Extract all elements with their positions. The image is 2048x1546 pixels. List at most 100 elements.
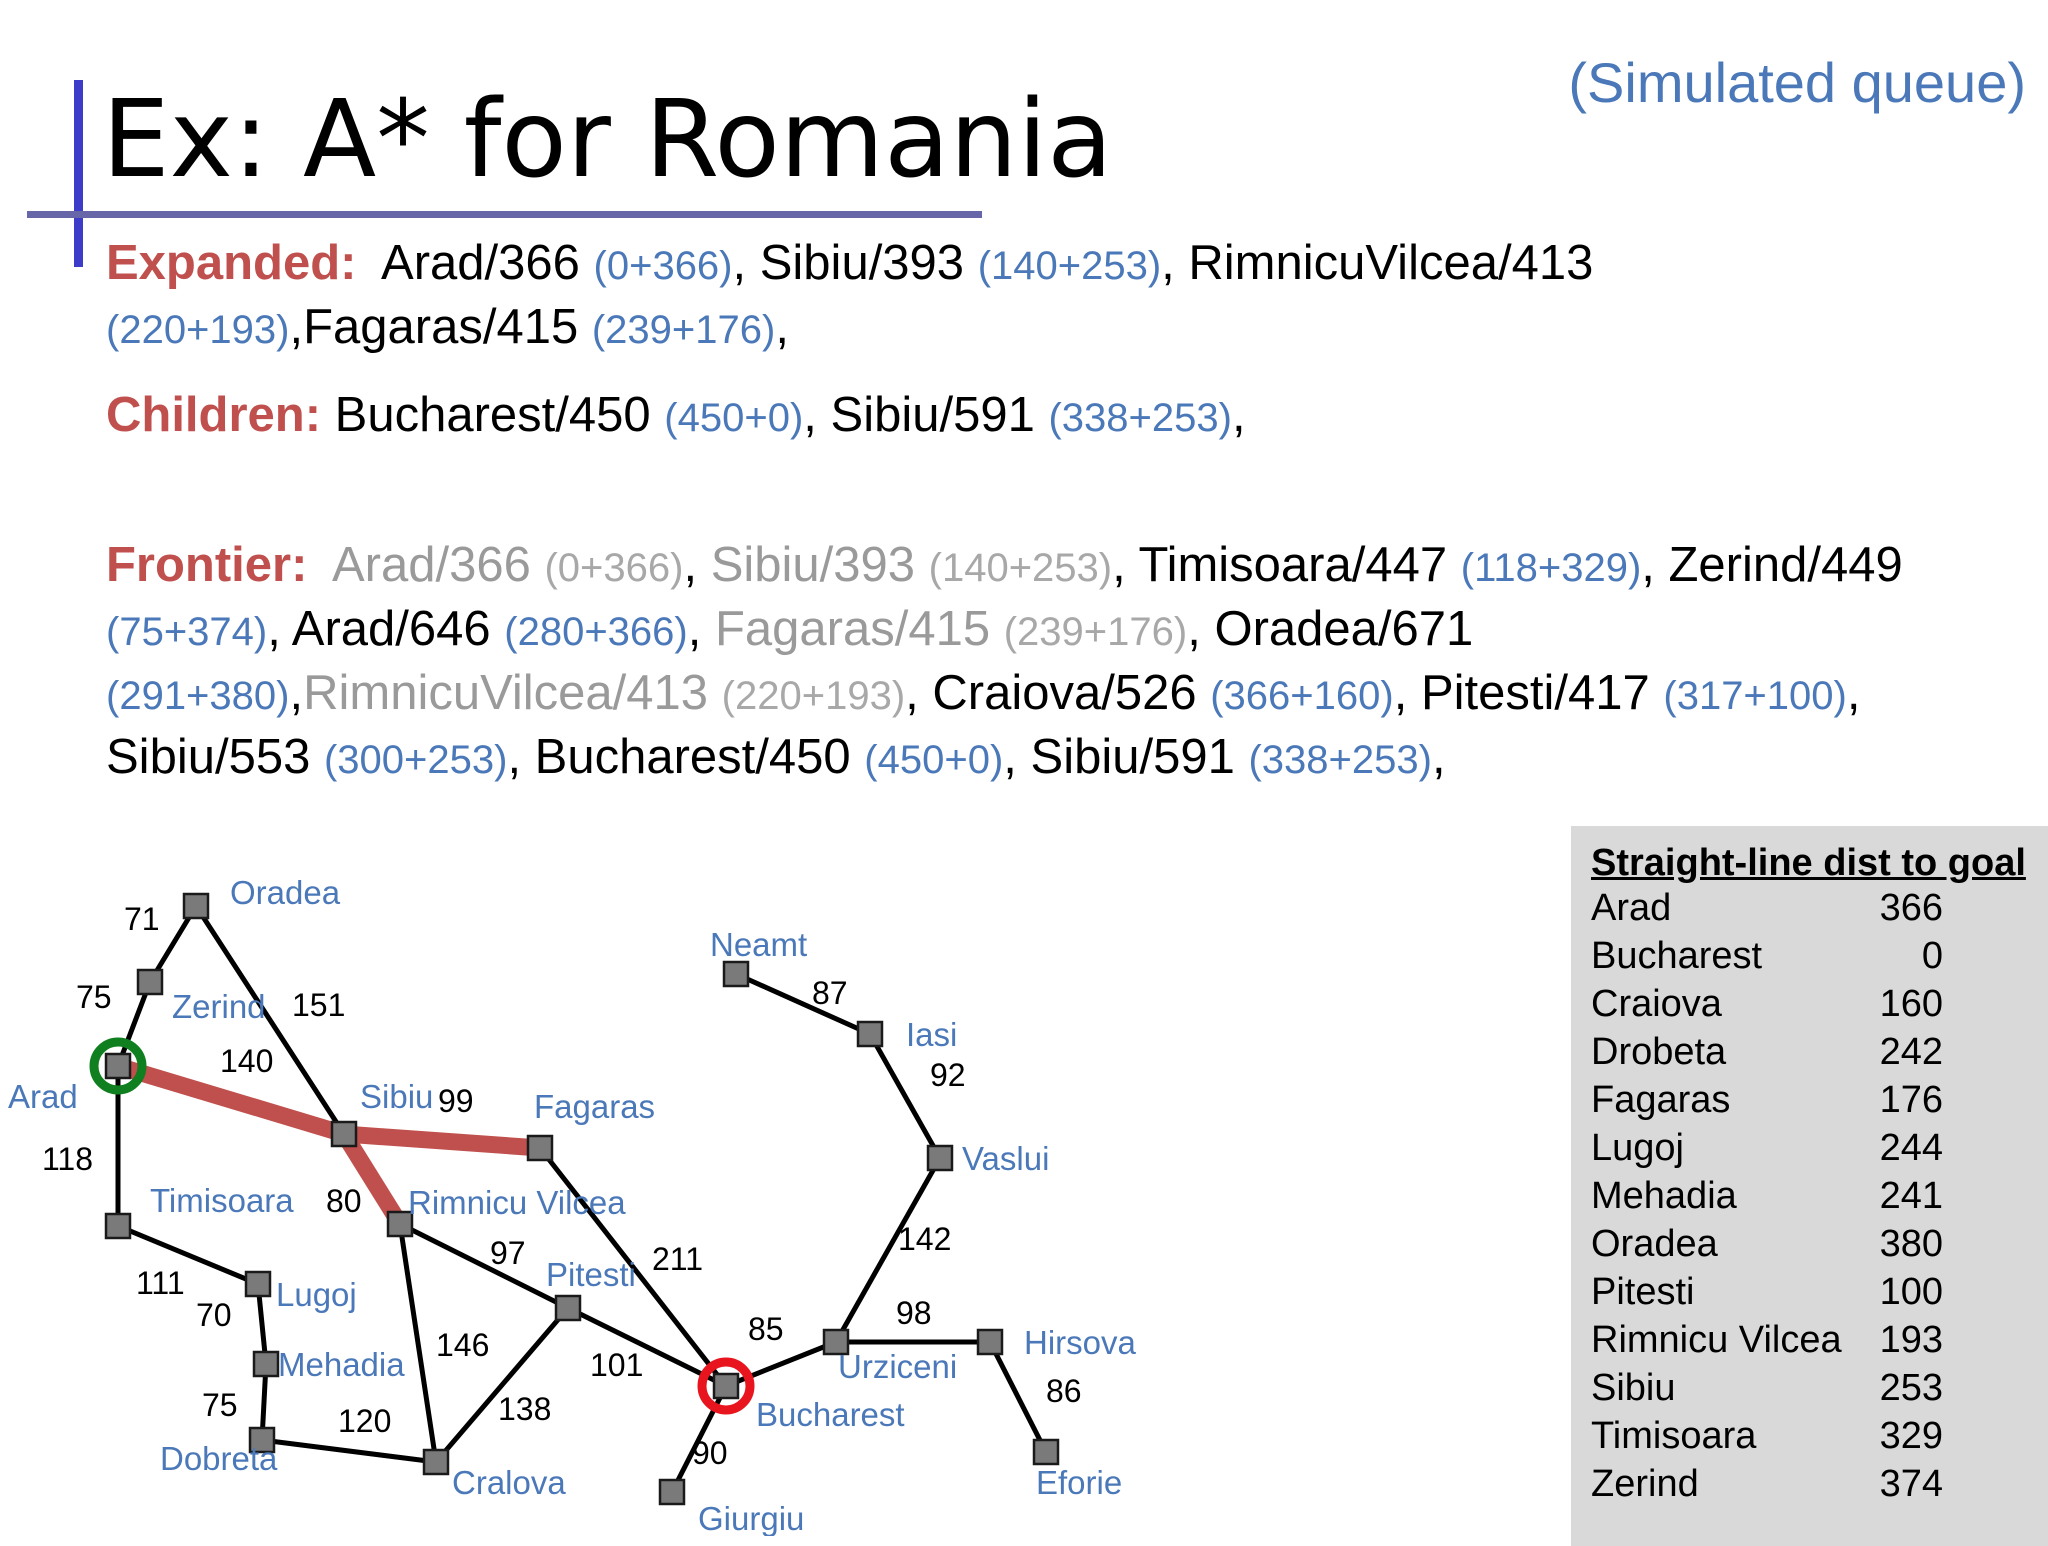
frontier-item: Sibiu/393 (140+253) <box>711 538 1112 592</box>
heuristic-value: 241 <box>1879 1175 1943 1217</box>
city-node-vaslui <box>926 1144 954 1172</box>
city-label-zerind: Zerind <box>172 988 266 1025</box>
road-rimnicu-craiova <box>397 1223 439 1463</box>
frontier-item-cost: (75+374) <box>106 610 268 654</box>
heuristic-value: 374 <box>1879 1463 1943 1505</box>
heuristic-value: 366 <box>1879 887 1943 929</box>
frontier-item-cost: (291+380) <box>106 674 290 718</box>
frontier-item-cost: (118+329) <box>1460 546 1642 590</box>
city-node-fagaras <box>526 1134 554 1162</box>
heuristic-city: Fagaras <box>1591 1079 1731 1121</box>
frontier-item: Arad/366 (0+366) <box>332 538 683 592</box>
road-distance-label: 120 <box>338 1403 391 1439</box>
road-distance-label: 97 <box>490 1235 526 1271</box>
road-zerind-arad <box>115 981 153 1067</box>
frontier-item: Sibiu/591 (338+253) <box>1031 730 1432 784</box>
frontier-item-node: Zerind/449 <box>1668 538 1903 592</box>
city-node-giurgiu <box>658 1478 686 1506</box>
city-label-arad: Arad <box>8 1078 78 1115</box>
frontier-item-node: RimnicuVilcea/413 <box>303 666 709 720</box>
frontier-item: Arad/646 (280+366) <box>292 602 688 656</box>
heuristic-city: Craiova <box>1591 983 1722 1025</box>
heuristic-city: Drobeta <box>1591 1031 1727 1073</box>
city-node-hirsova <box>976 1328 1004 1356</box>
expanded-item-node: Sibiu/393 <box>759 236 965 290</box>
city-label-giurgiu: Giurgiu <box>698 1500 804 1536</box>
heuristic-value: 100 <box>1879 1271 1943 1313</box>
heuristic-city: Mehadia <box>1591 1175 1737 1217</box>
map-markers <box>89 1037 755 1415</box>
frontier-item-node: Sibiu/553 <box>106 730 311 784</box>
frontier-item-node: Pitesti/417 <box>1420 666 1650 720</box>
expanded-item-node: RimnicuVilcea/413 <box>1188 236 1594 290</box>
road-lugoj-mehadia <box>255 1283 269 1365</box>
heuristic-city: Pitesti <box>1591 1271 1695 1313</box>
frontier-item-node: Arad/646 <box>291 602 491 656</box>
frontier-label: Frontier: <box>106 538 308 592</box>
city-node-urziceni <box>822 1328 850 1356</box>
children-item: Sibiu/591 (338+253) <box>831 388 1232 442</box>
expanded-item: RimnicuVilcea/413 (220+193) <box>106 236 1593 354</box>
city-label-oradea: Oradea <box>230 874 341 911</box>
road-distance-label: 151 <box>292 987 345 1023</box>
road-craiova-pitesti <box>434 1306 570 1464</box>
children-list: Children: Bucharest/450 (450+0), Sibiu/5… <box>106 388 1246 442</box>
city-node-neamt <box>722 960 750 988</box>
city-label-fagaras: Fagaras <box>534 1088 655 1125</box>
heuristic-value: 244 <box>1879 1127 1943 1169</box>
heuristic-city: Rimnicu Vilcea <box>1591 1319 1842 1361</box>
frontier-item-cost: (366+160) <box>1210 674 1394 718</box>
map-nodes <box>104 892 1060 1506</box>
frontier-item: Zerind/449 (75+374) <box>106 538 1903 656</box>
road-distance-label: 92 <box>930 1057 966 1093</box>
city-node-rimnicu <box>386 1210 414 1238</box>
frontier-item-node: Oradea/671 <box>1214 602 1474 656</box>
road-distance-label: 118 <box>42 1141 93 1177</box>
heuristic-city: Arad <box>1591 887 1672 929</box>
expanded-item: Fagaras/415 (239+176) <box>303 300 775 354</box>
road-rimnicu-pitesti <box>398 1221 570 1311</box>
frontier-item-node: Timisoara/447 <box>1138 538 1448 592</box>
heuristic-city: Zerind <box>1591 1463 1699 1505</box>
heuristic-city: Lugoj <box>1591 1127 1684 1169</box>
city-node-mehadia <box>252 1350 280 1378</box>
children-label: Children: <box>106 388 322 442</box>
city-label-sibiu: Sibiu <box>360 1078 433 1115</box>
heuristic-row: Bucharest 0 <box>1591 935 1943 983</box>
highlighted-branch-sibiu-rimnicu <box>336 1129 408 1229</box>
frontier-item-node: Sibiu/393 <box>710 538 916 592</box>
title-accent-bar-horizontal <box>27 211 982 218</box>
road-distance-label: 70 <box>196 1297 232 1333</box>
frontier-item-node: Arad/366 <box>331 538 531 592</box>
expanded-item: Sibiu/393 (140+253) <box>760 236 1161 290</box>
city-node-sibiu <box>330 1120 358 1148</box>
road-dobreta-craiova <box>261 1437 437 1465</box>
city-label-dobreta: Dobreta <box>160 1440 278 1477</box>
city-label-vaslui: Vaslui <box>962 1140 1049 1177</box>
road-timisoara-lugoj <box>117 1223 259 1287</box>
frontier-item: Sibiu/553 (300+253) <box>106 730 507 784</box>
expanded-item-cost: (220+193) <box>106 308 290 352</box>
heuristic-value: 0 <box>1921 935 1943 977</box>
city-label-bucharest: Bucharest <box>756 1396 905 1433</box>
city-label-pitesti: Pitesti <box>546 1256 636 1293</box>
frontier-item-node: Fagaras/415 <box>714 602 991 656</box>
frontier-item: Bucharest/450 (450+0) <box>535 730 1004 784</box>
city-node-lugoj <box>244 1270 272 1298</box>
city-label-neamt: Neamt <box>710 926 807 963</box>
heuristic-city: Bucharest <box>1591 935 1763 977</box>
city-node-timisoara <box>104 1212 132 1240</box>
city-label-rimnicu: Rimnicu Vilcea <box>408 1184 626 1221</box>
frontier-item-node: Sibiu/591 <box>1030 730 1235 784</box>
road-distance-label: 138 <box>498 1391 551 1427</box>
city-node-arad <box>104 1052 132 1080</box>
road-distance-label: 146 <box>436 1327 489 1363</box>
frontier-item-cost: (0+366) <box>544 546 684 590</box>
goal-marker-bucharest <box>697 1357 755 1415</box>
